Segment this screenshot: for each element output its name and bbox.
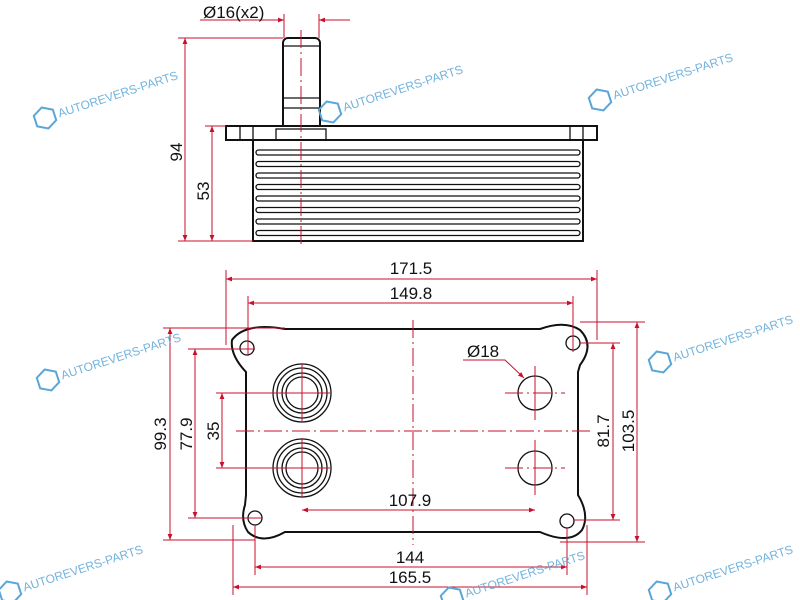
fin [255,172,581,179]
dim-left-overall-height: 99.3 [151,417,170,450]
dim-body-height: 53 [194,182,213,201]
fin [255,206,581,214]
svg-text:AUTOREVERS-PARTS: AUTOREVERS-PARTS [56,68,180,120]
fin [255,229,581,237]
svg-text:AUTOREVERS-PARTS: AUTOREVERS-PARTS [341,62,465,114]
dim-top-hole-spacing: 149.8 [390,284,433,303]
dim-port-to-hole: 107.9 [389,491,432,510]
dim-bottom-hole-spacing: 144 [396,548,424,567]
watermark-logo: AUTOREVERS-PARTS [0,542,145,600]
dim-port-spacing: 35 [204,422,223,441]
fin [255,218,581,225]
dim-total-height: 94 [167,143,186,162]
fin [255,195,581,202]
dim-overall-width: 171.5 [390,259,433,278]
dim-right-overall-height: 103.5 [619,410,638,453]
mount-hole-tl [239,340,255,356]
watermark-logo: AUTOREVERS-PARTS [35,330,183,392]
dim-right-hole-spacing: 81.7 [594,414,613,447]
svg-text:AUTOREVERS-PARTS: AUTOREVERS-PARTS [21,542,145,594]
fin [255,183,581,191]
watermark-logo: AUTOREVERS-PARTS [647,312,795,374]
watermark-logo: AUTOREVERS-PARTS [317,62,465,124]
flange [225,125,598,141]
dim-bottom-overall-width: 165.5 [389,568,432,587]
svg-text:AUTOREVERS-PARTS: AUTOREVERS-PARTS [463,548,587,600]
side-view: Ø16(x2) 94 53 [167,3,598,248]
plan-view: 171.5 149.8 Ø18 99.3 77.9 35 107.9 144 1… [151,259,645,595]
dim-pipe-diameter: Ø16(x2) [203,3,264,22]
dim-left-hole-spacing: 77.9 [177,417,196,450]
svg-text:AUTOREVERS-PARTS: AUTOREVERS-PARTS [611,50,735,102]
svg-text:AUTOREVERS-PARTS: AUTOREVERS-PARTS [671,542,795,594]
watermark-logo: AUTOREVERS-PARTS [32,68,180,130]
watermark-logo: AUTOREVERS-PARTS [647,542,795,600]
watermark-logo: AUTOREVERS-PARTS [587,50,735,112]
fin [255,149,581,156]
svg-text:AUTOREVERS-PARTS: AUTOREVERS-PARTS [59,330,183,382]
dim-hole-diameter: Ø18 [467,342,499,361]
fin [255,160,581,168]
svg-text:AUTOREVERS-PARTS: AUTOREVERS-PARTS [671,312,795,364]
watermark-logo: AUTOREVERS-PARTS [439,548,587,600]
